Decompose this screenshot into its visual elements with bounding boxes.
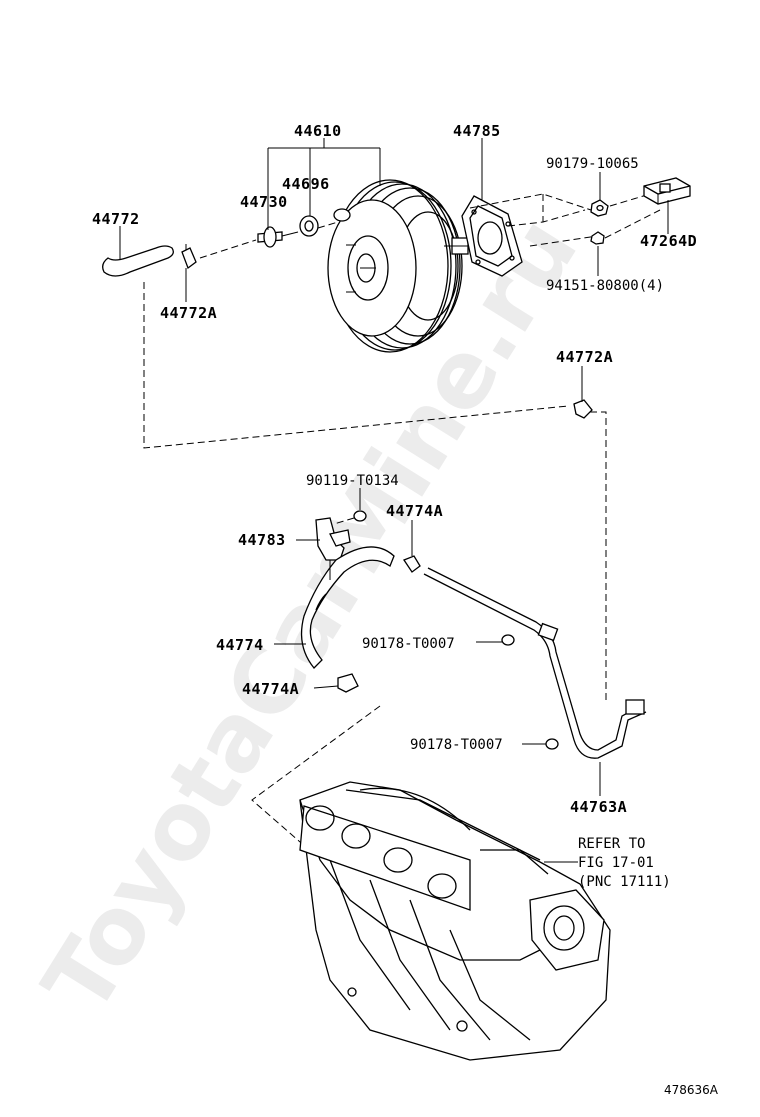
label-44783: 44783: [238, 531, 286, 549]
hose-44772: [102, 245, 174, 277]
label-90178-t0007-b: 90178-T0007: [410, 737, 503, 753]
clip-90178-a: [501, 634, 515, 646]
refer-line-3: (PNC 17111): [578, 874, 671, 890]
refer-line-2: FIG 17-01: [578, 855, 654, 871]
label-90119-t0134: 90119-T0134: [306, 473, 399, 489]
refer-line-1: REFER TO: [578, 836, 645, 852]
label-44696: 44696: [282, 175, 330, 193]
label-90179-10065: 90179-10065: [546, 156, 639, 172]
label-44774a-top: 44774A: [386, 502, 443, 520]
leader-lines: [119, 138, 669, 863]
bracket-44783: [315, 517, 351, 561]
label-44772a-top: 44772A: [160, 304, 217, 322]
clamp-44774a-bottom: [337, 673, 359, 693]
brake-booster: [327, 179, 490, 353]
vacuum-pipe-44763a: [423, 567, 647, 759]
label-94151-80800: 94151-80800(4): [546, 278, 664, 294]
label-44763a: 44763A: [570, 798, 627, 816]
label-44772a-mid: 44772A: [556, 348, 613, 366]
label-44610: 44610: [294, 122, 342, 140]
clamp-44774a-top: [403, 555, 421, 573]
hose-44774: [300, 546, 395, 669]
bracket-47264d: [643, 177, 691, 205]
mounting-guide: [469, 193, 661, 247]
label-44730: 44730: [240, 193, 288, 211]
label-44774a-bottom: 44774A: [242, 680, 299, 698]
clamp-44772a-mid: [573, 399, 593, 419]
booster-gasket: [461, 195, 523, 277]
label-44785: 44785: [453, 122, 501, 140]
clip-90178-b: [545, 738, 559, 750]
check-valve-44730: [257, 226, 299, 248]
grommet-44696: [299, 215, 319, 237]
label-90178-t0007-a: 90178-T0007: [362, 636, 455, 652]
intake-manifold: [299, 781, 611, 1061]
label-44774: 44774: [216, 636, 264, 654]
nut-90179: [590, 199, 609, 217]
label-47264d: 47264D: [640, 232, 697, 250]
figure-id: 478636A: [664, 1083, 719, 1097]
label-44772: 44772: [92, 210, 140, 228]
nut-94151: [590, 231, 605, 245]
bolt-90119: [333, 510, 367, 525]
clamp-44772a-top: [181, 244, 197, 270]
